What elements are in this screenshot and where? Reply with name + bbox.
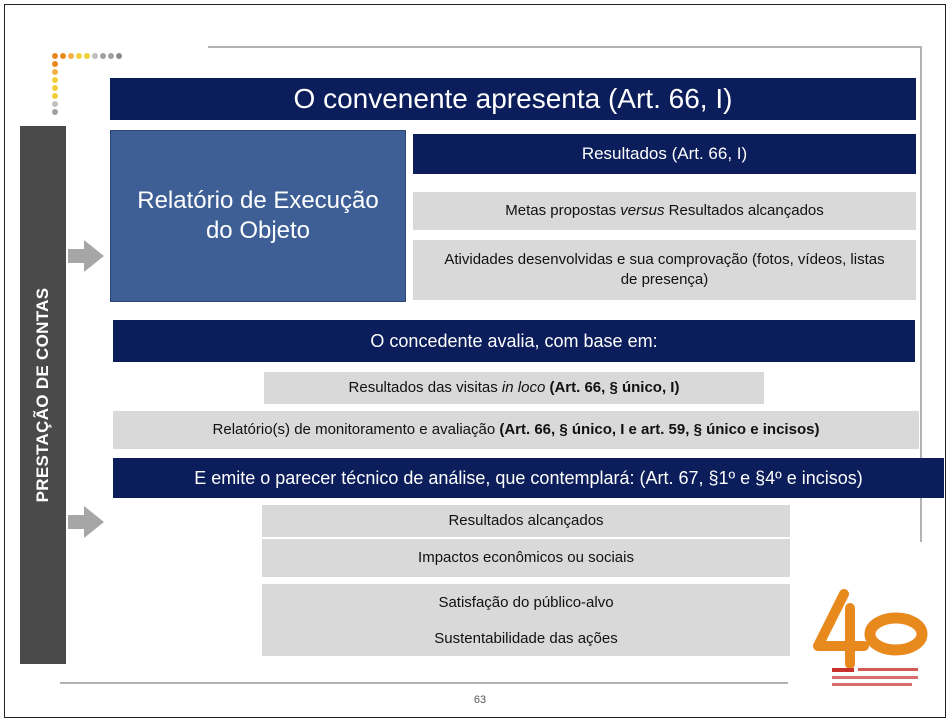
results-item-goals: Metas propostas versus Resultados alcanç… <box>413 192 916 230</box>
slide-frame <box>4 4 946 718</box>
evaluation-visits: Resultados das visitas in loco (Art. 66,… <box>264 372 764 404</box>
results-item-activities: Atividades desenvolvidas e sua comprovaç… <box>413 240 916 300</box>
logo-40-icon <box>813 589 928 686</box>
side-bar: PRESTAÇÃO DE CONTAS <box>20 126 66 664</box>
evaluation-header: O concedente avalia, com base em: <box>113 320 915 362</box>
opinion-header: E emite o parecer técnico de análise, qu… <box>113 458 944 498</box>
top-rule <box>208 46 922 48</box>
opinion-item: Impactos econômicos ou sociais <box>262 539 790 577</box>
esesp-logo <box>798 586 938 694</box>
report-box: Relatório de Execução do Objeto <box>110 130 406 302</box>
side-label: PRESTAÇÃO DE CONTAS <box>33 287 52 503</box>
right-rule <box>920 46 922 542</box>
results-header: Resultados (Art. 66, I) <box>413 134 916 174</box>
opinion-item: Satisfação do público-alvo <box>262 584 790 622</box>
evaluation-monitoring: Relatório(s) de monitoramento e avaliaçã… <box>113 411 919 449</box>
slide-title: O convenente apresenta (Art. 66, I) <box>110 78 916 120</box>
page-number: 63 <box>473 694 487 706</box>
opinion-item: Resultados alcançados <box>262 505 790 537</box>
opinion-item: Sustentabilidade das ações <box>262 622 790 656</box>
bottom-rule <box>60 682 788 684</box>
